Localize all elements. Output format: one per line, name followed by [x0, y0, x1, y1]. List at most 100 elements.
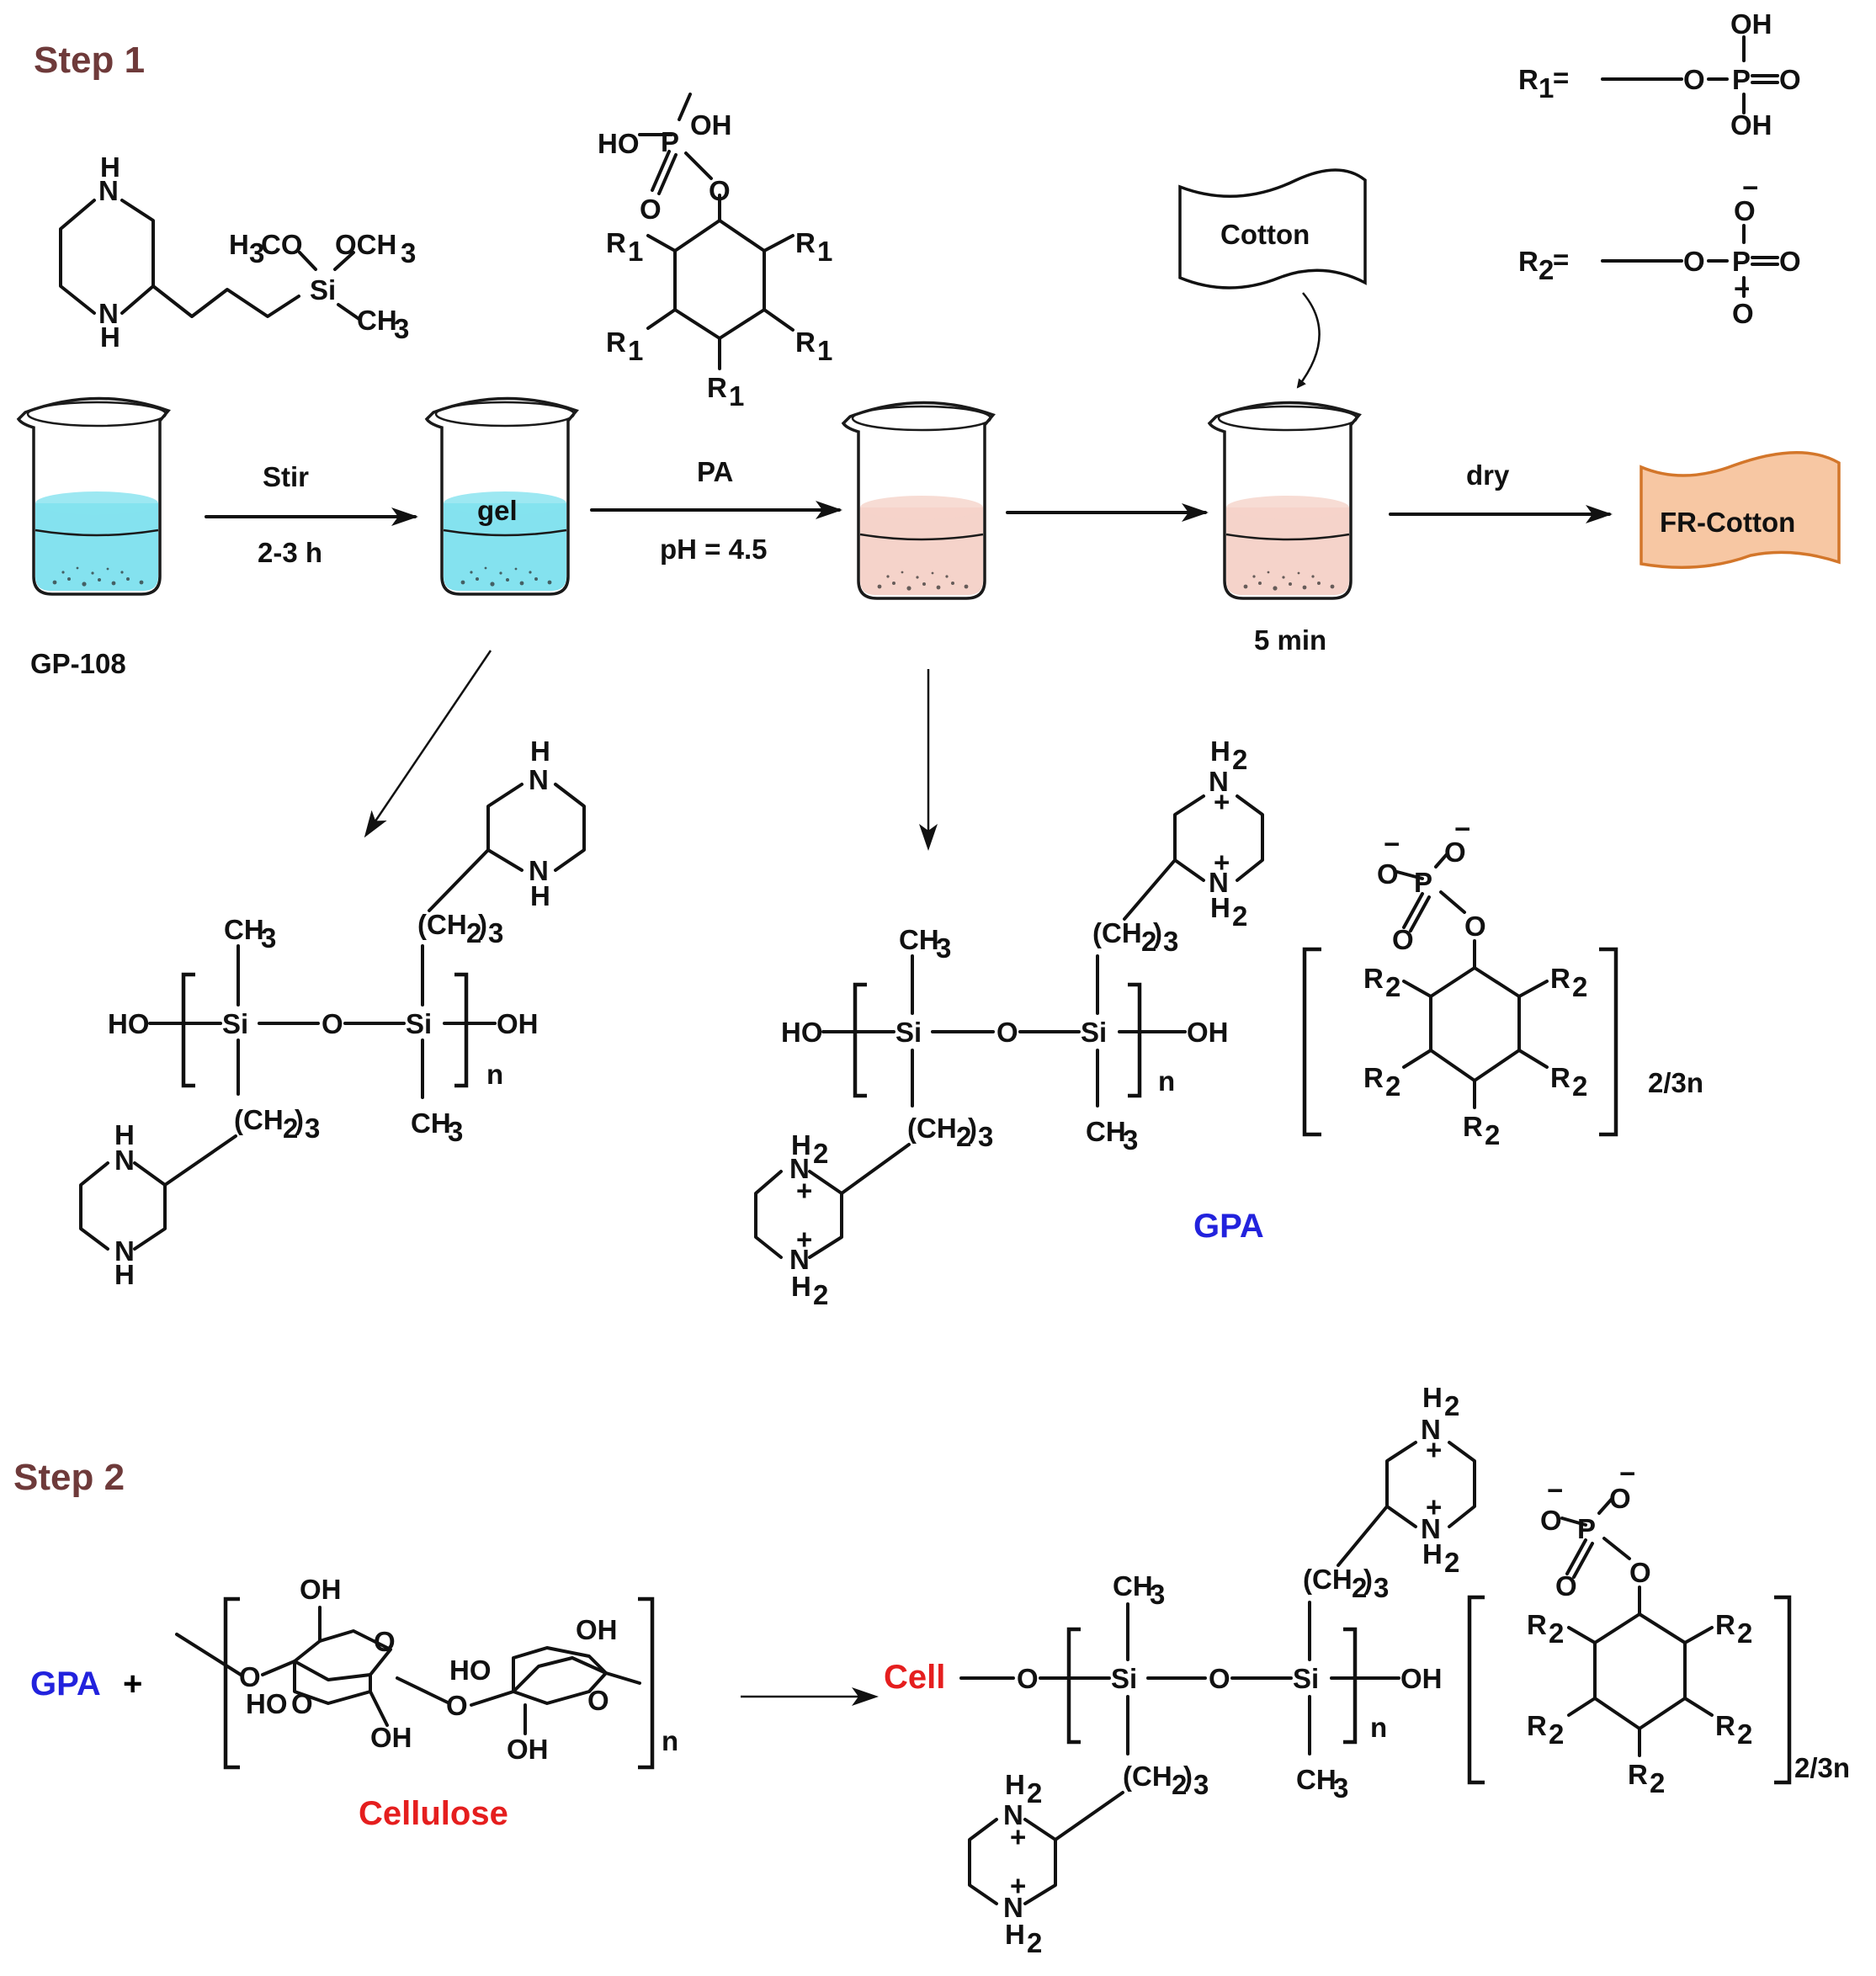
svg-text:N: N — [529, 764, 549, 795]
svg-text:O: O — [322, 1008, 343, 1039]
svg-text:−: − — [1384, 828, 1400, 859]
svg-text:H: H — [114, 1259, 135, 1290]
svg-text:2: 2 — [1444, 1547, 1459, 1578]
svg-text:2/3n: 2/3n — [1794, 1752, 1850, 1783]
beaker-liquid — [444, 503, 566, 591]
svg-text:O: O — [1779, 64, 1801, 95]
beaker-glass — [424, 396, 579, 596]
svg-text:): ) — [968, 1113, 977, 1144]
svg-text:OH: OH — [690, 109, 732, 141]
svg-text:+: + — [1426, 1491, 1442, 1522]
svg-text:1: 1 — [729, 380, 744, 412]
cell-label: Cell — [884, 1659, 945, 1696]
svg-text:(CH: (CH — [1092, 917, 1142, 948]
piperazine-ring-upper: N H N H — [486, 736, 586, 911]
beaker-rim — [26, 401, 167, 428]
svg-text:n: n — [1158, 1065, 1175, 1097]
beaker-rim — [851, 405, 992, 432]
pa-label: PA — [697, 456, 733, 487]
beaker-graduation — [859, 533, 984, 541]
gel-label: gel — [477, 495, 518, 526]
svg-text:OH: OH — [576, 1614, 618, 1645]
svg-text:HO: HO — [781, 1017, 823, 1048]
svg-text:Si: Si — [1081, 1017, 1107, 1048]
svg-text:O: O — [1683, 64, 1705, 95]
svg-text:(CH: (CH — [1123, 1761, 1172, 1792]
svg-text:3: 3 — [305, 1113, 320, 1144]
svg-text:OH: OH — [300, 1574, 342, 1605]
svg-text:H: H — [1422, 1382, 1443, 1413]
svg-text:CH: CH — [1296, 1764, 1337, 1795]
svg-text:−: − — [1547, 1474, 1563, 1506]
svg-text:N: N — [789, 1244, 810, 1275]
beaker-gel: gel — [424, 396, 579, 596]
svg-text:OCH: OCH — [335, 229, 396, 260]
svg-text:=: = — [1553, 244, 1569, 275]
svg-text:H: H — [1210, 892, 1230, 923]
svg-text:O: O — [374, 1626, 396, 1657]
svg-text:R: R — [1527, 1710, 1547, 1741]
svg-text:O: O — [1540, 1505, 1562, 1536]
svg-text:O: O — [1734, 195, 1756, 226]
svg-text:R: R — [1518, 246, 1539, 277]
svg-text:2: 2 — [956, 1121, 971, 1152]
svg-text:3: 3 — [261, 922, 276, 953]
svg-text:2: 2 — [1737, 1718, 1752, 1750]
gel-to-polymer-arrow — [364, 650, 492, 838]
svg-text:R: R — [1363, 963, 1384, 994]
svg-text:2: 2 — [1539, 254, 1554, 285]
svg-text:OH: OH — [497, 1008, 539, 1039]
svg-text:HO: HO — [108, 1008, 150, 1039]
svg-text:H: H — [114, 1119, 135, 1150]
svg-text:2: 2 — [1385, 1070, 1400, 1102]
svg-text:−: − — [1619, 1458, 1635, 1489]
svg-text:R: R — [606, 227, 626, 258]
beaker-liquid-surface — [1226, 496, 1349, 519]
beaker-glass — [16, 396, 171, 596]
svg-text:+: + — [1214, 847, 1230, 878]
ph-label: pH = 4.5 — [660, 534, 767, 565]
beaker-sediment — [877, 571, 969, 591]
svg-text:): ) — [1183, 1761, 1193, 1792]
svg-text:N: N — [98, 298, 119, 329]
svg-text:O: O — [1609, 1483, 1631, 1514]
svg-text:H: H — [1210, 736, 1230, 767]
step2-gpa-label: GPA — [30, 1665, 101, 1702]
svg-text:2: 2 — [1172, 1769, 1187, 1800]
svg-text:+: + — [1214, 786, 1230, 817]
svg-text:2: 2 — [1549, 1718, 1564, 1750]
svg-text:N: N — [98, 175, 119, 206]
svg-text:N: N — [1209, 867, 1229, 898]
svg-text:O: O — [1779, 246, 1801, 277]
svg-text:OH: OH — [507, 1734, 549, 1765]
svg-text:(CH: (CH — [1303, 1564, 1353, 1595]
svg-text:2: 2 — [1572, 971, 1587, 1002]
svg-text:n: n — [1370, 1712, 1387, 1743]
svg-text:(CH: (CH — [417, 909, 467, 940]
svg-text:n: n — [486, 1059, 503, 1090]
svg-text:CH: CH — [1113, 1570, 1153, 1602]
svg-text:O: O — [1209, 1663, 1230, 1694]
svg-text:P: P — [1414, 867, 1432, 898]
svg-text:HO: HO — [449, 1655, 492, 1686]
svg-text:2: 2 — [1444, 1390, 1459, 1421]
svg-text:Si: Si — [310, 274, 336, 305]
beaker-glass — [1207, 401, 1362, 600]
svg-text:N: N — [114, 1145, 135, 1176]
svg-text:2: 2 — [1232, 900, 1247, 932]
beaker-cotton-soak — [1207, 401, 1362, 600]
svg-text:CH: CH — [1086, 1116, 1126, 1147]
svg-text:3: 3 — [978, 1121, 993, 1152]
svg-text:+: + — [1426, 1434, 1442, 1465]
svg-text:3: 3 — [488, 917, 503, 948]
beaker-liquid — [35, 503, 158, 591]
svg-text:H: H — [100, 151, 120, 183]
svg-text:R: R — [1550, 1062, 1570, 1093]
svg-text:): ) — [1153, 917, 1162, 948]
svg-text:R: R — [707, 372, 727, 403]
